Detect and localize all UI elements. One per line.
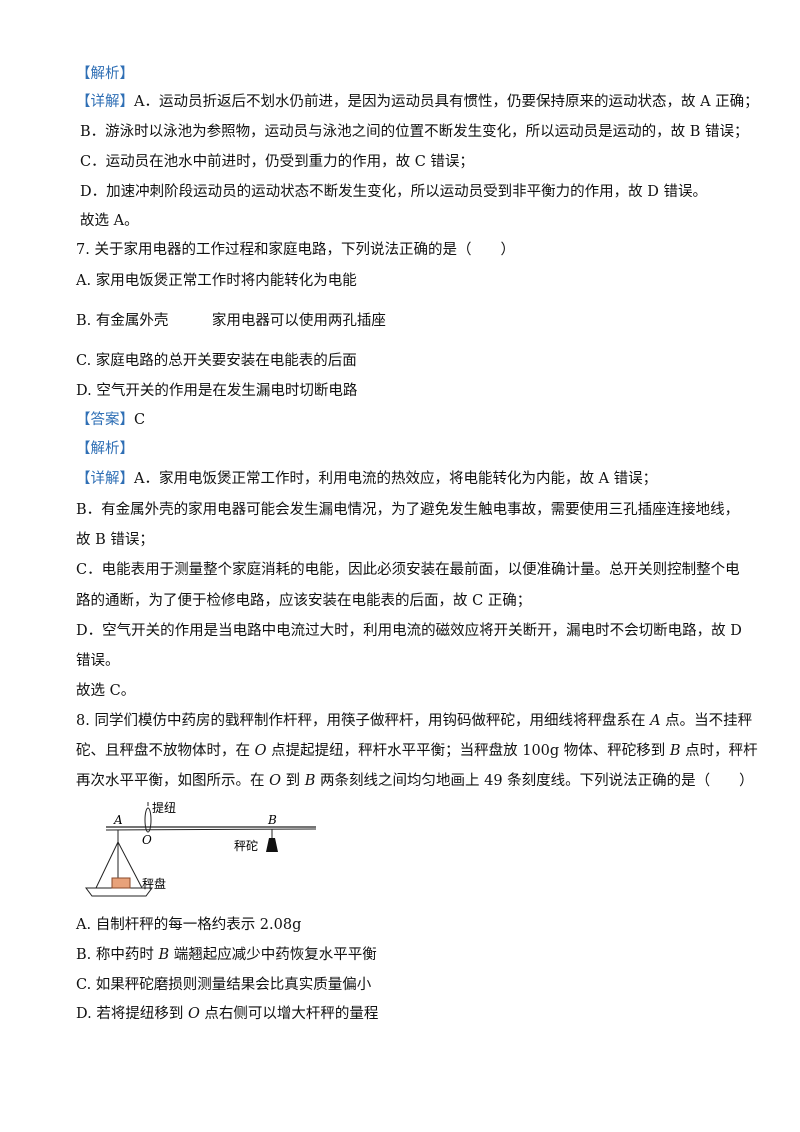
q7-stem: 7. 关于家用电器的工作过程和家庭电路，下列说法正确的是（ ） <box>76 242 515 258</box>
q7-conclusion: 故选 C。 <box>76 683 136 699</box>
q8-point-b2: B <box>304 773 316 789</box>
label-pan: 秤盘 <box>142 876 166 891</box>
analysis-tag: 【解析】 <box>76 66 134 82</box>
q7-option-b: B. 有金属外壳 家用电器可以使用两孔插座 <box>76 313 386 329</box>
detail-text-a: A．运动员折返后不划水仍前进，是因为运动员具有惯性，仍要保持原来的运动状态，故 … <box>134 94 759 110</box>
q8-option-b-post: 端翘起应减少中药恢复水平平衡 <box>169 947 377 963</box>
q8-point-a: A <box>650 713 661 729</box>
detail-line-d: D．加速冲刺阶段运动员的运动状态不断发生变化，所以运动员受到非平衡力的作用，故 … <box>80 184 707 200</box>
label-b: B <box>267 813 277 827</box>
q8-option-b-point: B <box>158 947 170 963</box>
q8-option-d-pre: D. 若将提纽移到 <box>76 1006 188 1022</box>
steelyard-figure: 提纽 A O B 秤砣 秤盘 <box>84 800 324 900</box>
label-a: A <box>113 813 123 827</box>
q8-stem-line1: 8. 同学们模仿中药房的戥秤制作杆秤，用筷子做秤杆，用钩码做秤砣，用细线将秤盘系… <box>76 711 752 731</box>
q7-detail-text-a: A．家用电饭煲正常工作时，利用电流的热效应，将电能转化为内能，故 A 错误； <box>134 471 658 487</box>
q7-detail-tag: 【详解】 <box>76 471 134 487</box>
steelyard-diagram: 提纽 A O B 秤砣 秤盘 <box>85 800 317 897</box>
q8-stem1a: 8. 同学们模仿中药房的戥秤制作杆秤，用筷子做秤杆，用钩码做秤砣，用细线将秤盘系… <box>76 713 651 729</box>
q8-point-o: O <box>254 743 267 759</box>
q7-answer: 【答案】C <box>76 410 145 430</box>
q8-stem-line2: 砣、且秤盘不放物体时，在 O 点提起提纽，秤杆水平平衡；当秤盘放 100g 物体… <box>76 741 758 761</box>
pan-string-left <box>95 841 119 889</box>
detail-line-c: C．运动员在池水中前进时，仍受到重力的作用，故 C 错误； <box>80 154 474 170</box>
answer-tag: 【答案】 <box>76 412 134 428</box>
q8-point-b: B <box>669 743 681 759</box>
q7-option-d: D. 空气开关的作用是在发生漏电时切断电路 <box>76 383 358 399</box>
label-weight: 秤砣 <box>234 838 258 853</box>
q8-option-a: A. 自制杆秤的每一格约表示 2.08g <box>76 917 302 933</box>
q8-stem3c: 两条刻线之间均匀地画上 49 条刻度线。下列说法正确的是（ ） <box>315 773 754 789</box>
q7-analysis-tag: 【解析】 <box>76 441 134 457</box>
detail-tag: 【详解】 <box>76 94 134 110</box>
pan-string-right <box>117 841 143 889</box>
q7-detail-d2: 错误。 <box>76 653 120 669</box>
label-o: O <box>142 833 152 847</box>
detail-line-b: B．游泳时以泳池为参照物，运动员与泳池之间的位置不断发生变化，所以运动员是运动的… <box>80 124 749 140</box>
knob-loop <box>144 807 152 833</box>
detail-line-a: 【详解】A．运动员折返后不划水仍前进，是因为运动员具有惯性，仍要保持原来的运动状… <box>76 92 759 112</box>
conclusion: 故选 A。 <box>80 213 139 229</box>
q8-stem-line3: 再次水平平衡，如图所示。在 O 到 B 两条刻线之间均匀地画上 49 条刻度线。… <box>76 771 754 791</box>
q8-option-d-point: O <box>187 1006 200 1022</box>
q7-option-a: A. 家用电饭煲正常工作时将内能转化为电能 <box>76 273 357 289</box>
label-knob: 提纽 <box>152 800 176 815</box>
weight <box>266 838 278 852</box>
q8-option-b-pre: B. 称中药时 <box>76 947 159 963</box>
q8-option-c: C. 如果秤砣磨损则测量结果会比真实质量偏小 <box>76 977 372 993</box>
q7-detail-c1: C．电能表用于测量整个家庭消耗的电能，因此必须安装在最前面，以便准确计量。总开关… <box>76 562 740 578</box>
q8-stem2c: 点时，秤杆 <box>680 743 758 759</box>
q7-detail-c2: 路的通断，为了便于检修电路，应该安装在电能表的后面，故 C 正确； <box>76 593 532 609</box>
q8-stem2a: 砣、且秤盘不放物体时，在 <box>76 743 255 759</box>
q7-detail-d1: D．空气开关的作用是当电路中电流过大时，利用电流的磁效应将开关断开，漏电时不会切… <box>76 623 742 639</box>
q7-detail-a: 【详解】A．家用电饭煲正常工作时，利用电流的热效应，将电能转化为内能，故 A 错… <box>76 469 657 489</box>
q8-option-d: D. 若将提纽移到 O 点右侧可以增大杆秤的量程 <box>76 1004 378 1024</box>
answer-value: C <box>134 412 146 428</box>
q8-option-b: B. 称中药时 B 端翘起应减少中药恢复水平平衡 <box>76 945 377 965</box>
q8-point-o2: O <box>269 773 281 789</box>
q8-stem1b: 点。当不挂秤 <box>660 713 753 729</box>
beam-bottom <box>105 828 317 831</box>
q7-option-c: C. 家庭电路的总开关要安装在电能表的后面 <box>76 353 357 369</box>
q7-detail-b1: B．有金属外壳的家用电器可能会发生漏电情况，为了避免发生触电事故，需要使用三孔插… <box>76 502 740 518</box>
q8-stem2b: 点提起提纽，秤杆水平平衡；当秤盘放 100g 物体、秤砣移到 <box>266 743 670 759</box>
q8-stem3a: 再次水平平衡，如图所示。在 <box>76 773 270 789</box>
q7-detail-b2: 故 B 错误； <box>76 532 154 548</box>
pan-object <box>111 877 131 889</box>
q8-option-d-post: 点右侧可以增大杆秤的量程 <box>199 1006 379 1022</box>
q8-stem3b: 到 <box>281 773 305 789</box>
